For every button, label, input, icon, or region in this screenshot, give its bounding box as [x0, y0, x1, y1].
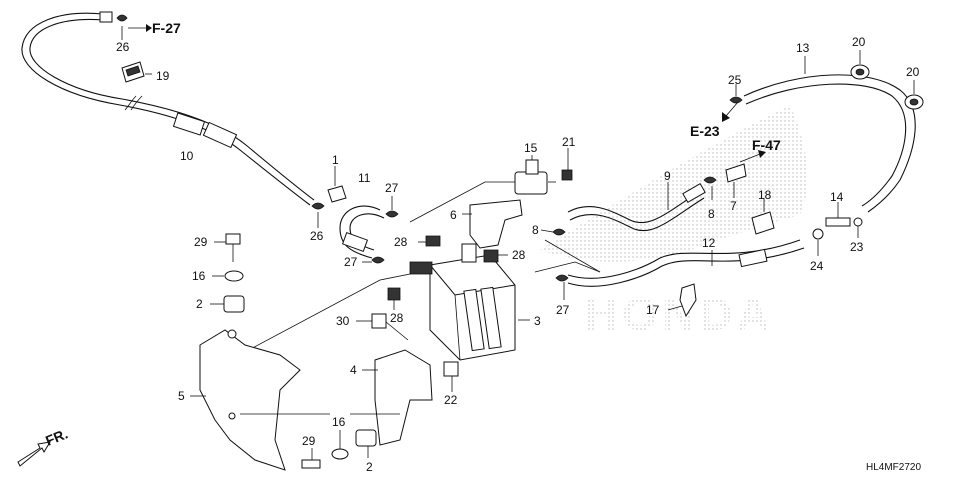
- callout-27: 27: [556, 303, 570, 317]
- callout-6: 6: [450, 208, 457, 222]
- callout-9: 9: [664, 169, 671, 183]
- callout-30: 30: [336, 314, 350, 328]
- bracket-6: [462, 199, 523, 249]
- nut-22: [443, 361, 459, 392]
- bolt-29-left: [214, 233, 241, 262]
- hose-13: [743, 56, 916, 213]
- clamp-20-a: [850, 50, 870, 80]
- honda-wing-watermark: HONDA: [540, 105, 808, 340]
- reference-e23: E-23: [690, 101, 739, 139]
- ref-e23-label: E-23: [690, 123, 720, 139]
- callout-4: 4: [350, 363, 357, 377]
- diagram-code: HL4MF2720: [866, 462, 921, 473]
- callout-28: 28: [394, 235, 408, 249]
- callout-15: 15: [524, 141, 538, 155]
- front-direction-arrow: FR.: [17, 425, 70, 467]
- clip-8-right: [703, 176, 717, 200]
- callout-26: 26: [310, 229, 324, 243]
- clip-8-left: [540, 228, 566, 236]
- callout-labels: 26 19 10 1 11 27 26 28 27 6 28 28 15 21 …: [116, 35, 920, 474]
- callout-29: 29: [194, 235, 208, 249]
- clamp-19: [121, 61, 152, 83]
- clip-26-left: [311, 202, 325, 228]
- callout-8: 8: [708, 207, 715, 221]
- callout-27: 27: [344, 255, 358, 269]
- clamp-20-b: [904, 80, 924, 110]
- pipe-14: [825, 202, 851, 227]
- callout-26: 26: [116, 40, 130, 54]
- callout-8: 8: [532, 223, 539, 237]
- callout-11: 11: [358, 171, 371, 185]
- bracket-4: [362, 349, 433, 446]
- callout-3: 3: [534, 314, 541, 328]
- callout-5: 5: [178, 389, 185, 403]
- callout-20: 20: [906, 65, 920, 79]
- connector-18: [751, 198, 775, 235]
- bolt-30: [356, 313, 409, 341]
- evap-canister-3: [409, 243, 530, 361]
- honda-watermark-text: HONDA: [585, 288, 774, 340]
- clip-27-c: [555, 274, 569, 300]
- callout-23: 23: [850, 240, 864, 254]
- callout-19: 19: [156, 69, 170, 83]
- clip-1: [327, 166, 347, 203]
- callout-16: 16: [192, 269, 206, 283]
- callout-25: 25: [728, 73, 742, 87]
- callout-28: 28: [512, 248, 526, 262]
- callout-2: 2: [196, 297, 203, 311]
- joint-7: [725, 163, 747, 198]
- callout-7: 7: [730, 199, 737, 213]
- ref-f27-label: F-27: [152, 20, 181, 36]
- grommet-2-bottom: [355, 429, 377, 458]
- callout-18: 18: [758, 188, 772, 202]
- washer-16-bottom: [331, 430, 349, 460]
- callout-28: 28: [390, 311, 404, 325]
- bolt-28-c: [387, 287, 401, 310]
- clip-27-b: [362, 256, 385, 264]
- ref-f47-label: F-47: [752, 137, 781, 153]
- callout-2: 2: [366, 460, 373, 474]
- grommet-2-left: [210, 295, 245, 313]
- bolt-28-a: [418, 235, 441, 247]
- callout-1: 1: [332, 153, 339, 167]
- callout-14: 14: [830, 190, 844, 204]
- callout-29: 29: [302, 434, 316, 448]
- callout-12: 12: [702, 236, 716, 250]
- callout-20: 20: [852, 35, 866, 49]
- callout-13: 13: [796, 41, 810, 55]
- hose-9: [567, 182, 706, 232]
- callout-27: 27: [385, 181, 399, 195]
- clip-26-top: [116, 14, 128, 40]
- reference-f47: F-47: [739, 137, 781, 163]
- hose-11: [339, 205, 385, 259]
- callout-24: 24: [810, 259, 824, 273]
- callout-21: 21: [562, 135, 576, 149]
- clip-23: [853, 217, 863, 238]
- callout-10: 10: [180, 149, 194, 163]
- callout-16: 16: [332, 415, 346, 429]
- callout-17: 17: [646, 303, 660, 317]
- reference-f27: F-27: [128, 20, 181, 36]
- bolt-28-b: [483, 249, 508, 263]
- front-direction-label: FR.: [43, 425, 70, 448]
- bolt-29-bottom: [301, 448, 321, 469]
- clip-25: [729, 84, 743, 104]
- hose-10: [21, 11, 315, 206]
- clip-27-a: [385, 196, 399, 218]
- guard-5: [190, 329, 301, 471]
- washer-16-left: [212, 270, 244, 282]
- callout-22: 22: [444, 393, 458, 407]
- clamp-17: [667, 283, 697, 318]
- hose-12: [567, 239, 805, 287]
- purge-valve-15: [514, 155, 556, 195]
- clip-24: [812, 228, 824, 256]
- bolt-21: [561, 148, 573, 181]
